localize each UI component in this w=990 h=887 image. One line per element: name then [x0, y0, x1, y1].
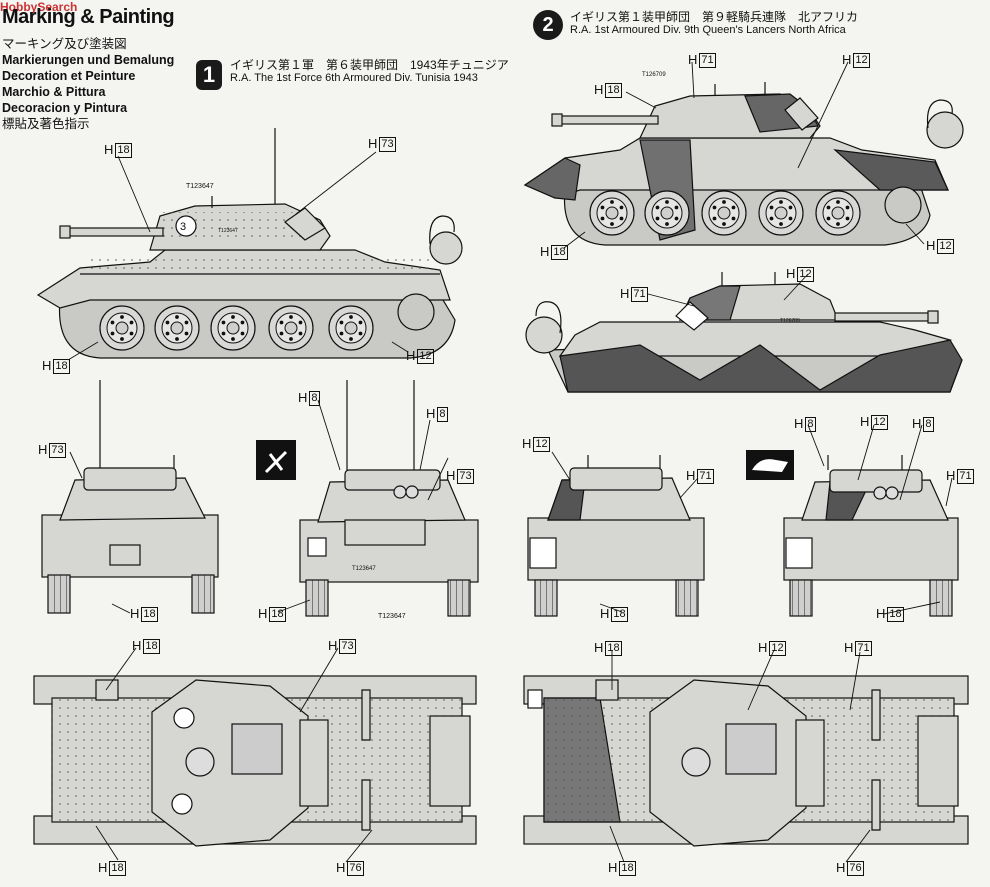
scheme1-rear-view — [299, 380, 479, 617]
scheme2-serial-side: T126709 — [642, 72, 666, 78]
scheme2-side-view-right — [525, 272, 963, 393]
scheme1-front-view — [41, 380, 219, 614]
scheme2-front-view — [527, 455, 705, 617]
scheme2-badge: 2 — [533, 10, 563, 40]
scheme2-rear-view — [783, 455, 959, 617]
leader-lines — [67, 61, 953, 863]
svg-text:T123647: T123647 — [218, 228, 238, 234]
scheme1-turret-number: 3 — [180, 221, 186, 233]
svg-text:T126709: T126709 — [780, 318, 800, 324]
scheme1-serial-rear: T123647 — [378, 613, 406, 620]
lang-zh: 標貼及著色指示 — [2, 117, 90, 131]
scheme2-title-jp: イギリス第１装甲師団 第９軽騎兵連隊 北アフリカ — [570, 10, 859, 24]
lang-it: Marchio & Pittura — [2, 85, 106, 99]
scheme1-title-jp: イギリス第１軍 第６装甲師団 1943年チュニジア — [230, 58, 509, 72]
lang-de: Markierungen und Bemalung — [2, 53, 175, 67]
watermark: HobbySearch — [0, 0, 78, 14]
lang-fr: Decoration et Peinture — [2, 69, 136, 83]
lang-es: Decoracion y Pintura — [2, 101, 128, 115]
scheme1-side-view — [36, 128, 463, 359]
svg-text:T123647: T123647 — [352, 566, 376, 572]
scheme1-title-en: R.A. The 1st Force 6th Armoured Div. Tun… — [230, 72, 478, 84]
scheme1-serial-side: T123647 — [186, 183, 214, 190]
lang-jp: マーキング及び塗装図 — [2, 37, 127, 51]
scheme1-badge: 1 — [196, 60, 222, 90]
language-list: マーキング及び塗装図 Markierungen und Bemalung Dec… — [2, 36, 174, 132]
scheme2-top-view — [523, 675, 969, 847]
scheme1-top-view — [33, 675, 477, 847]
scheme2-title-en: R.A. 1st Armoured Div. 9th Queen's Lance… — [570, 24, 846, 36]
page-title: Marking & Painting — [2, 6, 175, 28]
scheme2-side-view — [523, 82, 964, 246]
